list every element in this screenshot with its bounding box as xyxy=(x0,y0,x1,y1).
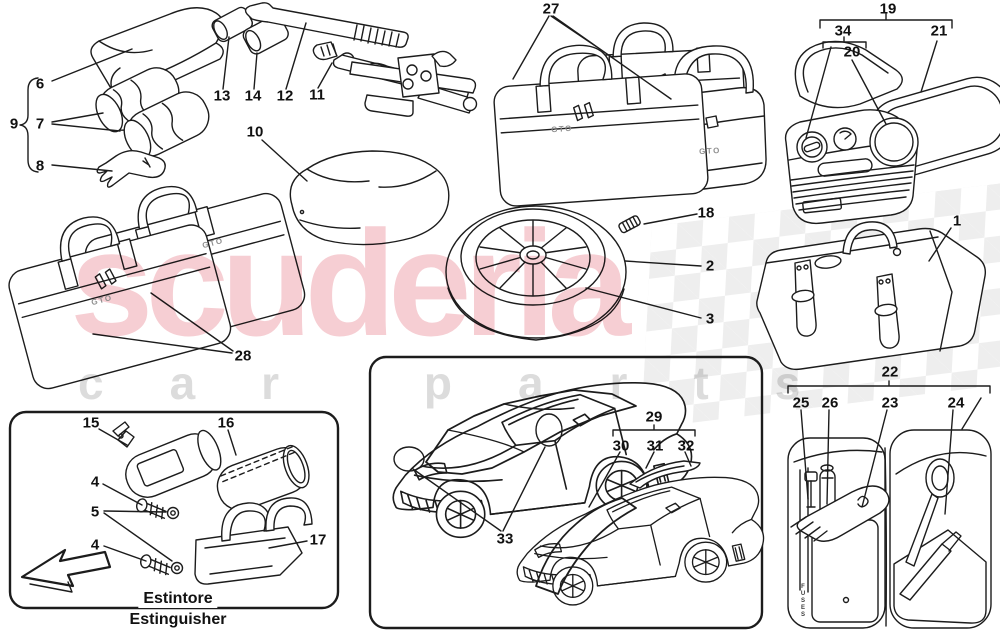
callout-31: 31 xyxy=(646,437,664,455)
callout-25: 25 xyxy=(792,394,810,412)
jack-drawing xyxy=(312,41,478,117)
callout-10: 10 xyxy=(246,123,264,141)
callout-9: 9 xyxy=(9,115,19,133)
callout-4b: 4 xyxy=(90,536,100,554)
callout-11: 11 xyxy=(309,86,325,104)
callout-17: 17 xyxy=(309,531,327,549)
callout-1: 1 xyxy=(952,212,962,230)
tool-bag-drawing xyxy=(756,221,987,371)
gto-logo: GTO xyxy=(550,123,574,135)
extinguisher-box-frame xyxy=(8,410,340,610)
leader-lines xyxy=(51,15,982,562)
bracket-22 xyxy=(787,380,991,394)
callout-18: 18 xyxy=(697,204,715,222)
bracket-19 xyxy=(819,13,953,29)
callout-30: 30 xyxy=(612,437,630,455)
callout-20: 20 xyxy=(843,43,861,61)
gloves-drawing xyxy=(96,149,166,188)
callout-2: 2 xyxy=(705,257,715,275)
callout-28: 28 xyxy=(234,347,252,365)
extinguisher-caption-italian: Estintore xyxy=(138,590,218,608)
extinguisher-caption-english: Estinguisher xyxy=(129,611,227,628)
compressor-kit-drawing xyxy=(784,40,1000,225)
wheel-wrench-drawing xyxy=(244,2,409,48)
callout-8: 8 xyxy=(35,157,45,175)
callout-23: 23 xyxy=(881,394,899,412)
cars-drawing xyxy=(392,382,765,606)
callout-6: 6 xyxy=(35,75,45,93)
callout-21: 21 xyxy=(930,22,948,40)
pouch-drawing xyxy=(787,429,992,629)
callout-19: 19 xyxy=(879,0,897,18)
callout-26: 26 xyxy=(821,394,839,412)
cover-bag-drawing xyxy=(289,150,450,246)
cars-box-frame xyxy=(368,355,764,630)
callout-7: 7 xyxy=(35,115,45,133)
callout-22: 22 xyxy=(881,363,899,381)
callout-14: 14 xyxy=(244,87,262,105)
travel-bags-drawing xyxy=(8,186,306,390)
callout-27: 27 xyxy=(542,0,560,18)
bracket-34 xyxy=(822,36,867,49)
callout-4a: 4 xyxy=(90,473,100,491)
direction-arrow xyxy=(20,548,112,588)
luggage-set-drawing xyxy=(493,22,767,207)
callout-5: 5 xyxy=(90,503,100,521)
callout-32: 32 xyxy=(677,437,695,455)
bracket-29 xyxy=(612,424,696,437)
callout-34: 34 xyxy=(834,22,852,40)
callout-33: 33 xyxy=(496,530,514,548)
callout-12: 12 xyxy=(276,87,294,105)
brace-9 xyxy=(19,77,39,173)
callout-15: 15 xyxy=(82,414,100,432)
spare-wheel-drawing xyxy=(445,205,641,341)
callout-13: 13 xyxy=(213,87,231,105)
callout-29: 29 xyxy=(645,408,663,426)
callout-16: 16 xyxy=(217,414,235,432)
callout-24: 24 xyxy=(947,394,965,412)
callout-3: 3 xyxy=(705,310,715,328)
cleaning-rolls-drawing xyxy=(95,67,210,159)
fuses-pocket-label: FUSES xyxy=(800,584,806,619)
fire-extinguisher-drawing xyxy=(20,421,313,593)
group-brackets xyxy=(19,13,991,437)
gto-logo: GTO xyxy=(698,145,722,157)
